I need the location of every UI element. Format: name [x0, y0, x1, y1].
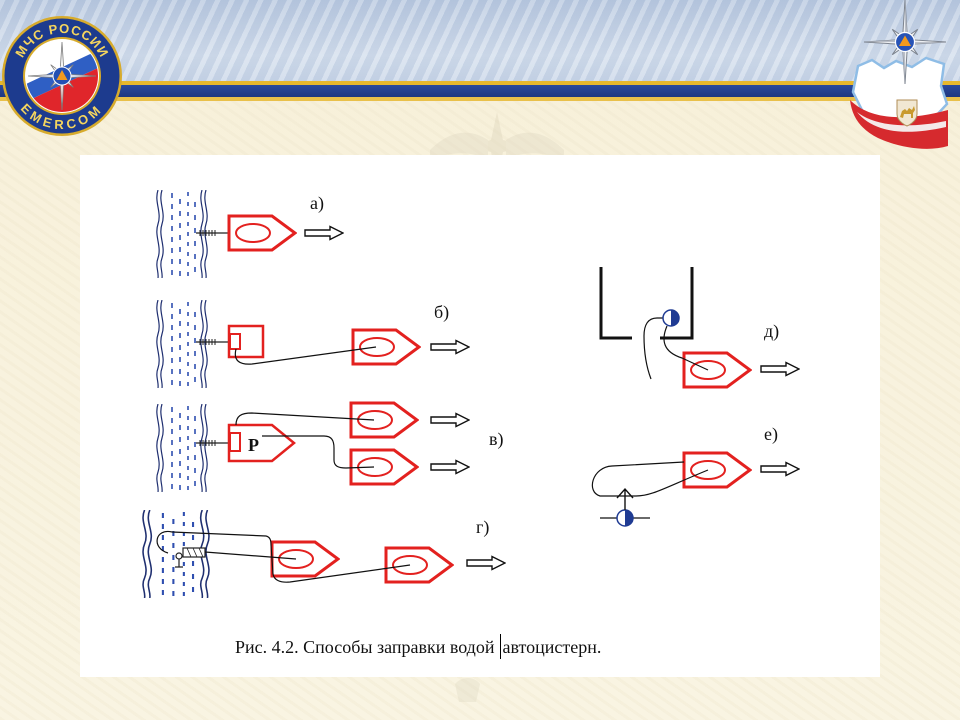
- emercom-logo-icon: МЧС РОССИИ EMERCOM: [2, 16, 122, 136]
- method-label-b: б): [434, 302, 449, 323]
- hydrant-d: [662, 309, 680, 327]
- direction-arrow-a: [304, 225, 344, 241]
- direction-arrow-e: [760, 461, 800, 477]
- hose-line-g-inner: [204, 551, 297, 560]
- tanker-truck-g-second: [384, 546, 454, 584]
- direction-arrow-b: [430, 339, 470, 355]
- pump-truck-v: Р: [227, 423, 296, 463]
- hose-line-g-outer: [171, 531, 411, 583]
- motor-pump-body: [227, 324, 265, 359]
- header-navy-stripe: [0, 85, 960, 97]
- regional-emblem-icon: [850, 0, 949, 149]
- direction-arrow-d: [760, 361, 800, 377]
- direction-arrow-g: [466, 555, 506, 571]
- hydrant-e-fill: [625, 510, 633, 526]
- hydroelevator-g: [175, 547, 206, 568]
- hose-line-v-lower: [262, 435, 375, 469]
- method-label-v: в): [489, 429, 504, 450]
- water-source-river-v: [156, 404, 208, 492]
- tanker-truck-d: [682, 351, 752, 389]
- tanker-truck-b: [351, 328, 421, 366]
- red-ribbon: [850, 100, 948, 149]
- ribbon-white-band: [857, 112, 946, 132]
- emblem-triangle-icon: [899, 35, 911, 46]
- hose-lines: [156, 317, 709, 583]
- figure-caption[interactable]: Рис. 4.2. Способы заправки водой автоцис…: [235, 634, 602, 659]
- reservoir-wall-left: [599, 267, 632, 340]
- hose-line-b: [234, 346, 377, 365]
- hose-line-v-upper: [235, 412, 375, 426]
- direction-arrow-v-upper: [430, 412, 470, 428]
- header-gold-stripe: [0, 81, 960, 85]
- caption-text-before-cursor: Рис. 4.2. Способы заправки водой: [235, 637, 499, 657]
- tanker-truck-v-upper: [349, 401, 419, 439]
- pump-truck-body: [227, 423, 296, 463]
- text-cursor: [499, 634, 502, 659]
- tanker-truck-e: [682, 451, 752, 489]
- tanker-truck-a: [227, 214, 297, 252]
- civil-defence-triangle-icon: [56, 70, 68, 80]
- compass-star-shading: [864, 0, 946, 84]
- hydroelevator-stem: [175, 559, 183, 568]
- hydrant-d-fill: [671, 310, 679, 326]
- reservoir-d: [599, 267, 694, 340]
- direction-arrow-v-lower: [430, 459, 470, 475]
- pump-truck-inlet: [229, 432, 241, 452]
- hose-line-d-suction: [643, 317, 663, 380]
- header-gold-stripe-lower: [0, 97, 960, 101]
- caption-text-after-cursor: автоцистерн.: [502, 637, 602, 657]
- hydroelevator-hatching: [186, 547, 204, 558]
- hydrant-e: [600, 487, 650, 527]
- method-label-g: г): [476, 517, 489, 538]
- method-label-a: а): [310, 193, 324, 214]
- tanker-truck-g-first: [270, 540, 340, 578]
- method-label-e: е): [764, 424, 778, 445]
- reservoir-wall-right: [660, 267, 694, 340]
- hose-loop-g: [156, 530, 173, 554]
- hose-line-d-supply: [663, 325, 709, 371]
- method-label-d: д): [764, 321, 779, 342]
- hydrant-up-arrow-icon: [616, 487, 634, 510]
- motor-pump-b: [227, 324, 265, 359]
- motor-pump-inlet: [229, 333, 241, 350]
- hydroelevator-valve: [175, 552, 183, 560]
- diagram-panel: [80, 155, 880, 677]
- camel-icon: [900, 106, 915, 118]
- pump-truck-label: Р: [248, 435, 259, 455]
- slide-header-banner: [0, 0, 960, 101]
